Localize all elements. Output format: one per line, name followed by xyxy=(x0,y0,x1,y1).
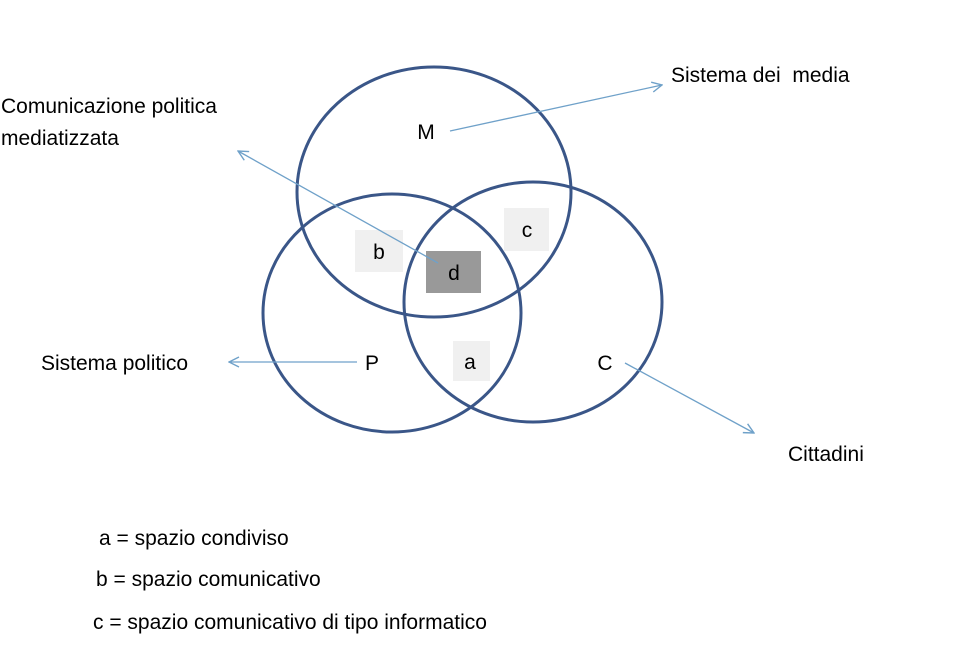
region-d-label: d xyxy=(448,262,460,285)
region-c-box xyxy=(504,208,549,251)
circle-media xyxy=(295,65,573,319)
legend-item-b: b = spazio comunicativo xyxy=(96,568,321,591)
region-d-box xyxy=(426,251,481,293)
politico-letter: P xyxy=(365,352,379,375)
media-letter: M xyxy=(417,121,435,144)
cittadini-letter: C xyxy=(597,352,612,375)
citizens-label: Cittadini xyxy=(788,443,864,466)
legend-item-c: c = spazio comunicativo di tipo informat… xyxy=(93,611,487,634)
legend-item-a: a = spazio condiviso xyxy=(99,527,289,550)
region-b-label: b xyxy=(373,241,385,264)
arrow-media xyxy=(449,85,662,132)
mediated-label-line1: Comunicazione politica xyxy=(1,95,217,118)
region-a-box xyxy=(453,341,490,381)
mediated-label-line2: mediatizzata xyxy=(1,127,119,150)
circle-cittadini xyxy=(402,180,664,424)
media-system-label: Sistema dei media xyxy=(671,64,850,87)
circle-politico xyxy=(261,192,523,434)
region-b-box xyxy=(355,230,403,272)
political-system-label: Sistema politico xyxy=(41,352,188,375)
arrow-mediated xyxy=(238,151,439,264)
region-c-label: c xyxy=(522,219,533,242)
region-a-label: a xyxy=(464,351,476,374)
arrow-cittadini xyxy=(624,362,754,433)
